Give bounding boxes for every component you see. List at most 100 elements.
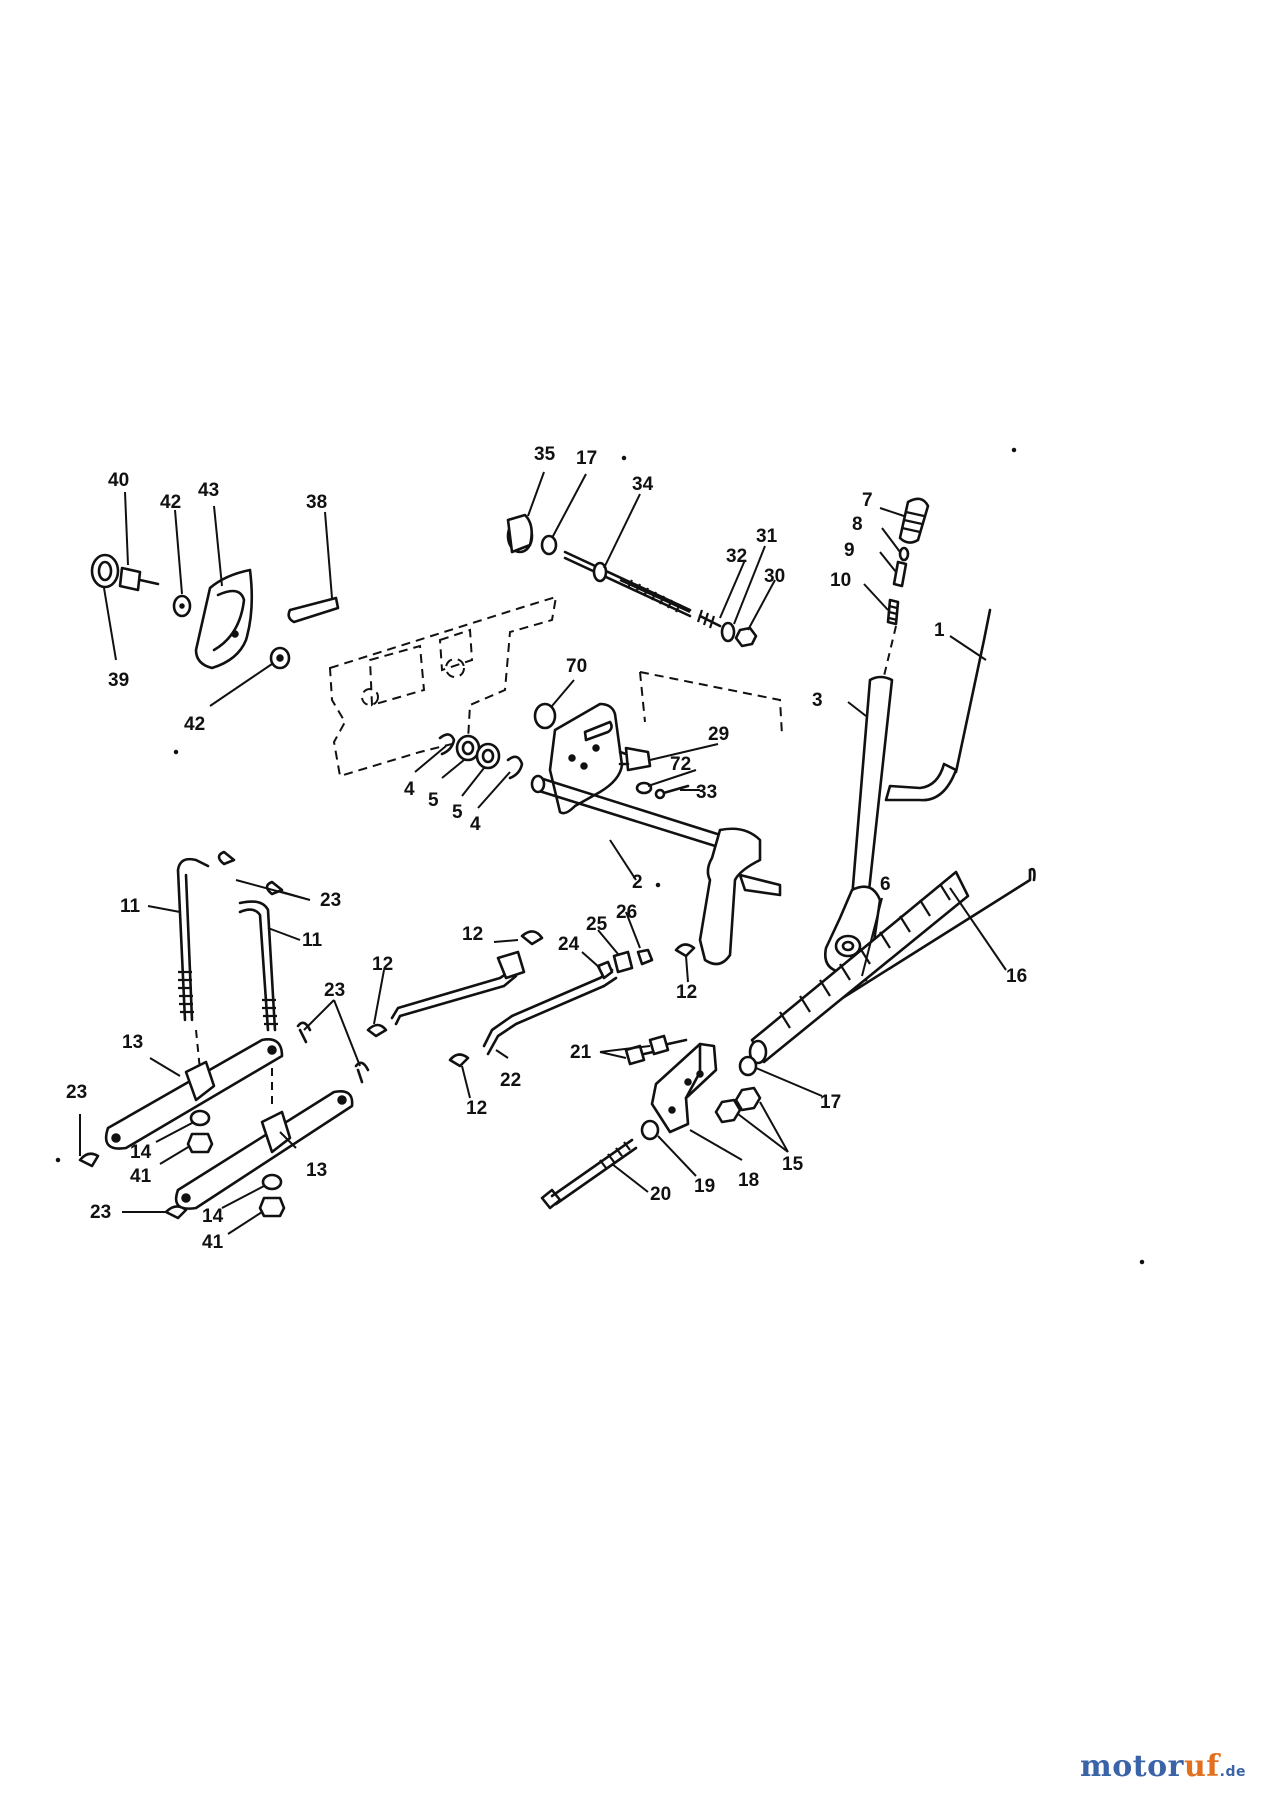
callout-13-right: 13 bbox=[306, 1160, 327, 1181]
part-5-washer-b bbox=[475, 742, 501, 770]
callout-26: 26 bbox=[616, 902, 637, 923]
part-13-arm-a bbox=[104, 1038, 284, 1150]
callout-8: 8 bbox=[852, 514, 863, 535]
part-12-clip-d bbox=[674, 943, 696, 958]
callout-5-left: 5 bbox=[428, 790, 439, 811]
part-42-washer-b bbox=[269, 646, 291, 670]
callout-3: 3 bbox=[812, 690, 823, 711]
callout-24: 24 bbox=[558, 934, 580, 955]
part-7-grip bbox=[898, 497, 930, 544]
part-10-spring bbox=[886, 598, 900, 626]
callout-41-top: 41 bbox=[130, 1166, 152, 1187]
callout-72: 72 bbox=[670, 754, 691, 775]
callout-23-left: 23 bbox=[66, 1082, 87, 1103]
part-15-nut-b bbox=[714, 1098, 742, 1124]
part-32-spring bbox=[696, 609, 722, 629]
part-33-pin bbox=[654, 784, 690, 800]
part-39-knob bbox=[90, 553, 120, 589]
frame-outline bbox=[328, 595, 783, 778]
part-15-nut-a bbox=[734, 1086, 762, 1112]
part-14-washer-b bbox=[261, 1173, 283, 1191]
part-23-clip-b bbox=[265, 880, 284, 896]
part-16-spring bbox=[748, 867, 1036, 1065]
part-25-fitting bbox=[612, 950, 634, 974]
callout-23-top: 23 bbox=[320, 890, 341, 911]
callout-40: 40 bbox=[108, 470, 129, 491]
part-2-lift-shaft bbox=[530, 774, 782, 966]
callout-20: 20 bbox=[650, 1184, 671, 1205]
callout-13-left: 13 bbox=[122, 1032, 143, 1053]
callout-39: 39 bbox=[108, 670, 129, 691]
callout-42-top: 42 bbox=[160, 492, 181, 513]
callout-18: 18 bbox=[738, 1170, 759, 1191]
part-35-knob bbox=[506, 513, 534, 554]
part-31-washer bbox=[720, 621, 736, 643]
callout-9: 9 bbox=[844, 540, 855, 561]
callout-23-bottom: 23 bbox=[90, 1202, 111, 1223]
part-12-clip-c bbox=[448, 1053, 470, 1068]
part-5-washer-a bbox=[455, 734, 481, 762]
part-9-pin bbox=[892, 560, 908, 588]
part-29-fitting bbox=[618, 746, 652, 772]
part-23-clip-c bbox=[296, 1021, 370, 1084]
callout-17-top: 17 bbox=[576, 448, 597, 469]
part-72-washer bbox=[635, 781, 653, 795]
part-43-plate bbox=[194, 568, 254, 670]
callout-5-right: 5 bbox=[452, 802, 463, 823]
part-4-clip-b bbox=[506, 755, 524, 780]
callout-43: 43 bbox=[198, 480, 219, 501]
callout-19: 19 bbox=[694, 1176, 715, 1197]
part-70-washer bbox=[533, 702, 557, 730]
part-11-rod-a bbox=[176, 857, 210, 1022]
callout-14-top: 14 bbox=[130, 1142, 152, 1163]
callout-12-left: 12 bbox=[372, 954, 393, 975]
callout-15: 15 bbox=[782, 1154, 804, 1175]
part-34-adjuster-rod bbox=[563, 550, 692, 618]
callout-29: 29 bbox=[708, 724, 729, 745]
watermark-base: motor bbox=[1080, 1749, 1184, 1784]
part-21-bolt-b bbox=[648, 1034, 688, 1056]
part-17-washer-bottom bbox=[738, 1055, 758, 1077]
callout-23-mid: 23 bbox=[324, 980, 345, 1001]
callout-7: 7 bbox=[862, 490, 873, 511]
scan-specks bbox=[55, 447, 1145, 1265]
callout-33: 33 bbox=[696, 782, 717, 803]
part-18-bracket bbox=[650, 1042, 718, 1134]
part-22-link-rod bbox=[482, 968, 618, 1056]
callout-38: 38 bbox=[306, 492, 327, 513]
part-8-washer bbox=[898, 546, 910, 562]
callout-labels: 35 17 34 31 32 30 40 42 43 38 39 42 70 2… bbox=[66, 444, 1027, 1253]
callout-10: 10 bbox=[830, 570, 851, 591]
part-24-nut bbox=[596, 960, 614, 980]
callout-12-top: 12 bbox=[462, 924, 483, 945]
callout-35: 35 bbox=[534, 444, 556, 465]
callout-22: 22 bbox=[500, 1070, 521, 1091]
callout-16: 16 bbox=[1006, 966, 1027, 987]
callout-34: 34 bbox=[632, 474, 654, 495]
callout-70: 70 bbox=[566, 656, 587, 677]
part-26-nut bbox=[636, 948, 654, 966]
callout-31: 31 bbox=[756, 526, 778, 547]
part-42-washer-a bbox=[172, 594, 192, 618]
callout-30: 30 bbox=[764, 566, 785, 587]
part-19-washer bbox=[640, 1119, 660, 1141]
callout-2: 2 bbox=[632, 872, 643, 893]
part-40-bolt bbox=[118, 566, 160, 592]
part-17-washer-top bbox=[540, 534, 558, 556]
part-20-bolt bbox=[540, 1138, 638, 1210]
part-23-clip-a bbox=[217, 850, 236, 866]
part-4-clip-a bbox=[438, 733, 456, 756]
leader-lines bbox=[79, 471, 1007, 1235]
callout-17-bottom: 17 bbox=[820, 1092, 841, 1113]
callout-32: 32 bbox=[726, 546, 747, 567]
callout-21: 21 bbox=[570, 1042, 592, 1063]
callout-4-left: 4 bbox=[404, 779, 415, 800]
callout-1: 1 bbox=[934, 620, 945, 641]
part-23-clip-d bbox=[78, 1152, 100, 1168]
callout-12-right: 12 bbox=[676, 982, 697, 1003]
part-11-rod-b bbox=[238, 900, 278, 1032]
part-12-clip-b bbox=[366, 1023, 388, 1038]
callout-6: 6 bbox=[880, 874, 891, 895]
callout-25: 25 bbox=[586, 914, 608, 935]
